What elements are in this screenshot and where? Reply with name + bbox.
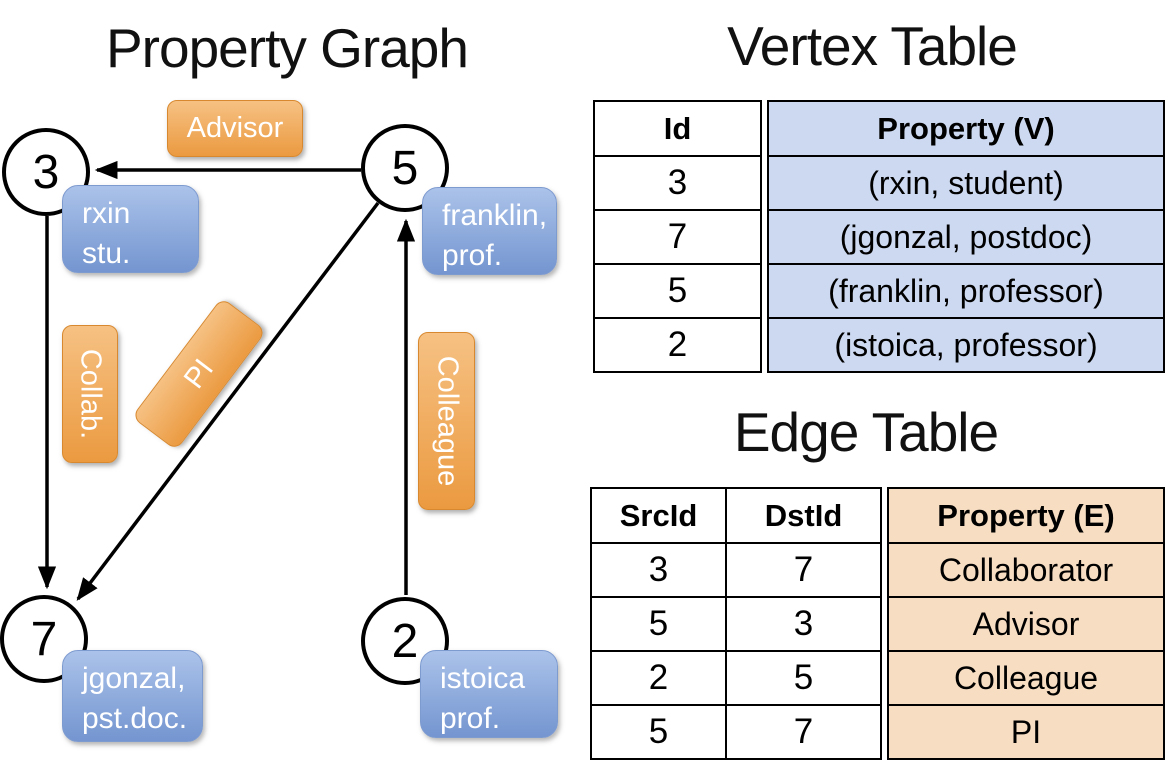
edge-table-dst-cell: 5 — [727, 652, 880, 704]
edge-table-dst-cell: 7 — [727, 544, 880, 596]
edge-table-src-cell: 5 — [592, 598, 725, 650]
vertex-label-franklin: franklin, prof. — [422, 187, 557, 275]
vertex-table-property-cell: (rxin, student) — [769, 157, 1163, 209]
vertex-table-id-cell: 7 — [595, 211, 760, 263]
edge-table-property-column: Property (E) Collaborator Advisor Collea… — [887, 487, 1165, 760]
vertex-table-id-cell: 2 — [595, 319, 760, 371]
edge-table-property-cell: PI — [889, 706, 1163, 758]
graph-node-5: 5 — [361, 124, 449, 212]
vertex-table-property-cell: (franklin, professor) — [769, 265, 1163, 317]
vertex-label-istoica-line2: prof. — [440, 702, 501, 735]
edge-label-colleague: Colleague — [418, 332, 475, 510]
vertex-table-id-cell: 3 — [595, 157, 760, 209]
vertex-table-property-cell: (istoica, professor) — [769, 319, 1163, 371]
vertex-label-rxin: rxin stu. — [62, 185, 199, 273]
graph-node-2: 2 — [361, 597, 449, 685]
edge-table-dst-cell: 3 — [727, 598, 880, 650]
edge-label-colleague-text: Colleague — [431, 355, 463, 487]
edge-table-property-cell: Advisor — [889, 598, 1163, 650]
vertex-label-jgonzal-line1: jgonzal, — [82, 662, 186, 695]
node-2-id: 2 — [391, 614, 419, 668]
edge-pi-5-to-7 — [76, 201, 380, 601]
vertex-label-jgonzal-line2: pst.doc. — [82, 702, 188, 735]
vertex-table-id-column: Id 3 7 5 2 — [593, 100, 762, 373]
vertex-label-franklin-line1: franklin, — [442, 199, 548, 232]
edge-label-collab: Collab. — [62, 325, 118, 463]
edge-table-src-header: SrcId — [592, 489, 725, 542]
property-graph-title: Property Graph — [105, 17, 469, 79]
vertex-table-title: Vertex Table — [727, 15, 1018, 77]
node-7-id: 7 — [30, 612, 58, 666]
edge-table-property-cell: Colleague — [889, 652, 1163, 704]
vertex-label-istoica: istoica prof. — [420, 650, 558, 738]
vertex-table-id-cell: 5 — [595, 265, 760, 317]
edge-table: SrcId DstId 3 7 5 3 2 5 5 7 Property (E)… — [590, 487, 1165, 760]
vertex-table-id-header: Id — [595, 102, 760, 155]
edge-table-dst-header: DstId — [727, 489, 880, 542]
vertex-table-property-column: Property (V) (rxin, student) (jgonzal, p… — [767, 100, 1165, 373]
vertex-table-property-cell: (jgonzal, postdoc) — [769, 211, 1163, 263]
edge-table-src-cell: 3 — [592, 544, 725, 596]
edge-label-advisor: Advisor — [167, 100, 303, 157]
vertex-label-franklin-line2: prof. — [442, 239, 503, 272]
edge-table-src-dst-columns: SrcId DstId 3 7 5 3 2 5 5 7 — [590, 487, 882, 760]
edge-table-dst-cell: 7 — [727, 706, 880, 758]
graph-edges-canvas — [37, 160, 416, 601]
edge-table-src-cell: 5 — [592, 706, 725, 758]
edge-table-property-header: Property (E) — [889, 489, 1163, 542]
edge-table-title: Edge Table — [733, 401, 999, 463]
vertex-label-rxin-line2: stu. — [82, 237, 131, 270]
edge-label-collab-text: Collab. — [74, 348, 107, 440]
edge-label-pi-text: PI — [177, 353, 220, 395]
edge-table-property-cell: Collaborator — [889, 544, 1163, 596]
edge-label-advisor-text: Advisor — [186, 112, 284, 144]
vertex-label-jgonzal: jgonzal, pst.doc. — [62, 650, 203, 742]
edge-table-src-cell: 2 — [592, 652, 725, 704]
vertex-table: Id 3 7 5 2 Property (V) (rxin, student) … — [593, 100, 1165, 373]
node-3-id: 3 — [32, 145, 60, 199]
vertex-label-istoica-line1: istoica — [440, 662, 526, 695]
node-5-id: 5 — [391, 141, 419, 195]
vertex-table-property-header: Property (V) — [769, 102, 1163, 155]
vertex-label-rxin-line1: rxin — [82, 197, 131, 230]
